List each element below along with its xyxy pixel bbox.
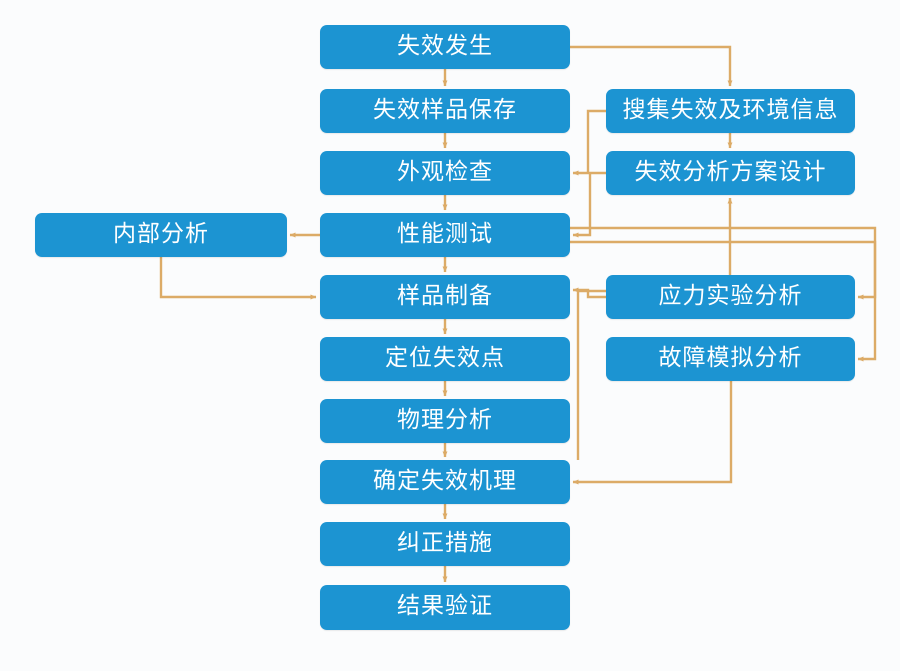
node-label: 外观检查 <box>397 158 493 185</box>
node-fault-simulation[interactable]: 故障模拟分析 <box>606 337 855 381</box>
connector-fault-to-mechanism <box>572 381 733 485</box>
node-label: 搜集失效及环境信息 <box>622 96 839 123</box>
node-label: 结果验证 <box>397 593 493 619</box>
node-label: 应力实验分析 <box>658 282 803 309</box>
connector-failure-to-collect <box>570 45 733 87</box>
connector-mechanism-to-plan <box>576 197 733 460</box>
node-label: 失效发生 <box>397 32 493 59</box>
node-internal-analysis[interactable]: 内部分析 <box>35 213 287 257</box>
node-sample-preservation[interactable]: 失效样品保存 <box>320 89 570 133</box>
node-label: 性能测试 <box>397 220 493 247</box>
connector-plan-to-performance <box>572 171 606 238</box>
node-label: 纠正措施 <box>397 529 493 556</box>
node-label: 故障模拟分析 <box>658 344 803 371</box>
connector-internal-to-preparation <box>159 257 317 300</box>
node-appearance-inspection[interactable]: 外观检查 <box>320 151 570 195</box>
node-label: 样品制备 <box>397 282 493 309</box>
node-result-verification[interactable]: 结果验证 <box>320 585 570 630</box>
node-physical-analysis[interactable]: 物理分析 <box>320 399 570 443</box>
node-label: 物理分析 <box>397 406 493 433</box>
connector-collect-to-appearance <box>572 109 606 176</box>
node-label: 确定失效机理 <box>373 467 517 494</box>
node-collect-info[interactable]: 搜集失效及环境信息 <box>606 89 855 133</box>
node-failure-occurs[interactable]: 失效发生 <box>320 25 570 69</box>
node-label: 失效分析方案设计 <box>634 158 827 185</box>
node-sample-preparation[interactable]: 样品制备 <box>320 275 570 319</box>
node-stress-experiment[interactable]: 应力实验分析 <box>606 275 855 319</box>
node-plan-design[interactable]: 失效分析方案设计 <box>606 151 855 195</box>
node-label: 定位失效点 <box>385 344 505 371</box>
node-label: 内部分析 <box>113 220 209 247</box>
node-performance-test[interactable]: 性能测试 <box>320 213 570 257</box>
node-label: 失效样品保存 <box>373 96 517 123</box>
node-locate-failure-point[interactable]: 定位失效点 <box>320 337 570 381</box>
connector-stress-to-preparation <box>572 287 606 299</box>
node-corrective-action[interactable]: 纠正措施 <box>320 522 570 566</box>
node-confirm-mechanism[interactable]: 确定失效机理 <box>320 460 570 504</box>
